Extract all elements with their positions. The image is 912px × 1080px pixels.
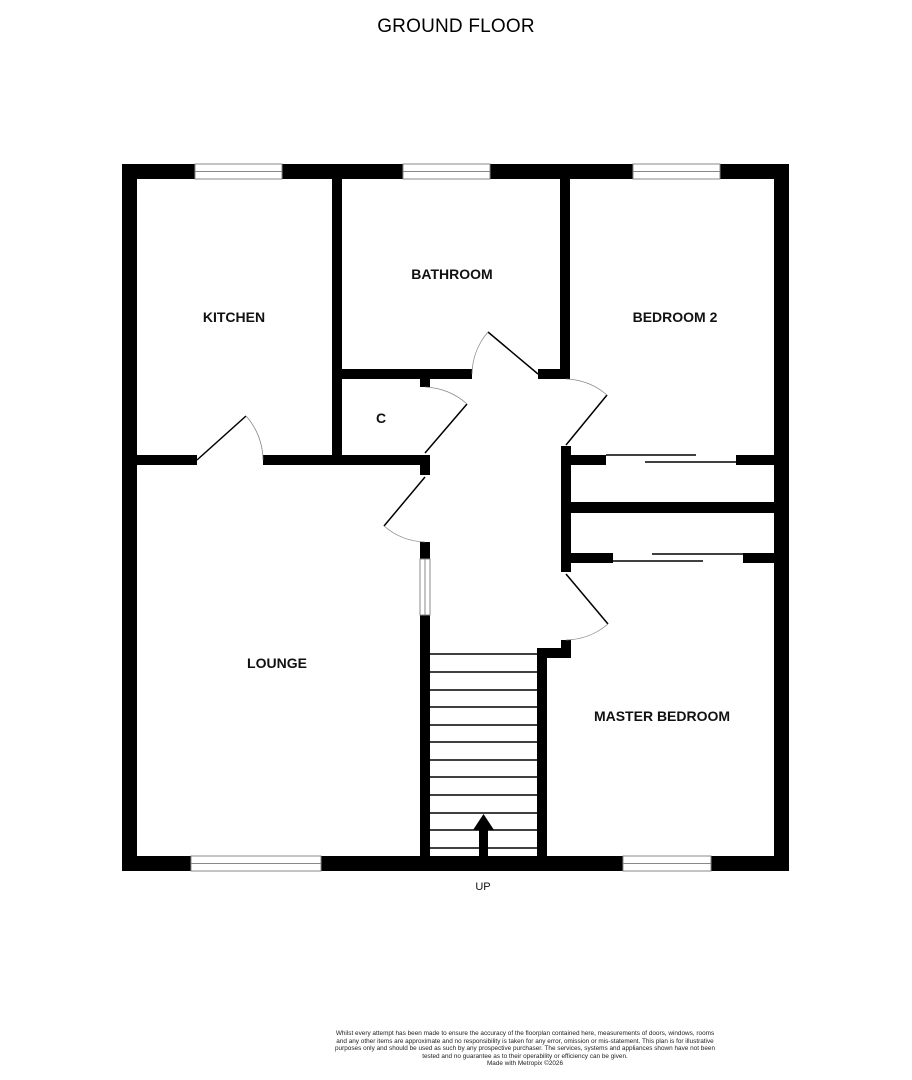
outer-wall-right: [774, 164, 789, 871]
wall-kitchen-bottom-left: [137, 455, 197, 465]
walls: [122, 164, 789, 871]
wall-lounge-stub: [420, 455, 430, 475]
wardrobe1-top-left: [571, 455, 606, 465]
room-label-bedroom-2: BEDROOM 2: [632, 309, 718, 325]
wardrobe2-bottom-right: [743, 553, 774, 563]
wall-bathroom-bedroom2: [560, 179, 570, 379]
wall-kitchen-bathroom: [332, 179, 342, 465]
room-label-bathroom: BATHROOM: [411, 266, 493, 282]
room-label-cupboard: C: [375, 410, 387, 426]
stair-wall-right-nib: [561, 640, 571, 658]
disclaimer-credit: Made with Metropix ©2026: [486, 1060, 564, 1068]
wall-kitchen-bottom-right: [263, 455, 430, 465]
cupboard-stub: [420, 379, 430, 387]
window-lounge: [190, 855, 322, 872]
stair-wall-left: [420, 640, 430, 863]
wardrobe2-bottom-left: [571, 553, 613, 563]
stairs-up-label: UP: [475, 881, 491, 893]
floor-title: GROUND FLOOR: [377, 16, 535, 37]
wall-bathroom-bottom-right: [538, 369, 570, 379]
window-bathroom: [402, 163, 491, 180]
room-label-kitchen: KITCHEN: [202, 309, 266, 325]
outer-wall-left: [122, 164, 137, 871]
room-label-master-bedroom: MASTER BEDROOM: [593, 708, 731, 724]
window-bedroom2: [632, 163, 721, 180]
wardrobe1-top-right: [736, 455, 774, 465]
stair-arrow-icon: [473, 814, 494, 859]
doors: [196, 331, 743, 641]
wall-bathroom-bottom-left: [342, 369, 472, 379]
disclaimer-text: Whilst every attempt has been made to en…: [335, 1030, 715, 1060]
disclaimer: Whilst every attempt has been made to en…: [330, 1030, 720, 1068]
windows: [190, 163, 721, 872]
room-label-lounge: LOUNGE: [247, 655, 307, 671]
wardrobe-divider: [571, 502, 774, 513]
wall-hall-right: [561, 446, 571, 572]
wall-lounge-hall-a: [420, 542, 430, 559]
window-lounge-side: [419, 558, 431, 616]
stair-wall-right-top: [537, 648, 571, 658]
window-kitchen: [194, 163, 283, 180]
window-master: [622, 855, 712, 872]
stair-wall-right: [537, 650, 547, 863]
